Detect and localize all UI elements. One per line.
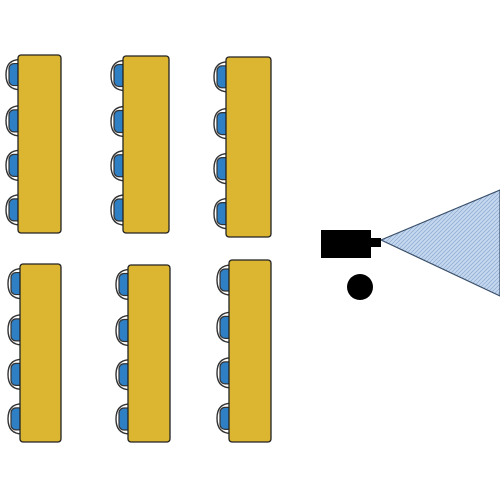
table-group [5, 54, 62, 234]
table-icon [17, 54, 62, 234]
chair-icon [213, 197, 231, 230]
projector-icon [321, 230, 371, 258]
table-group [216, 259, 272, 443]
table-icon [225, 56, 272, 238]
table-icon [19, 263, 62, 443]
table-group [7, 263, 62, 443]
table-group [110, 55, 170, 234]
projector-group [321, 189, 500, 300]
table-icon [122, 55, 170, 234]
table-group [115, 264, 171, 443]
table-icon [127, 264, 171, 443]
table-icon [228, 259, 272, 443]
projector-base-icon [347, 274, 373, 300]
projector-lens-icon [369, 238, 381, 247]
seating-area [5, 54, 272, 443]
projection-beam-icon [379, 189, 500, 297]
table-group [213, 56, 272, 238]
